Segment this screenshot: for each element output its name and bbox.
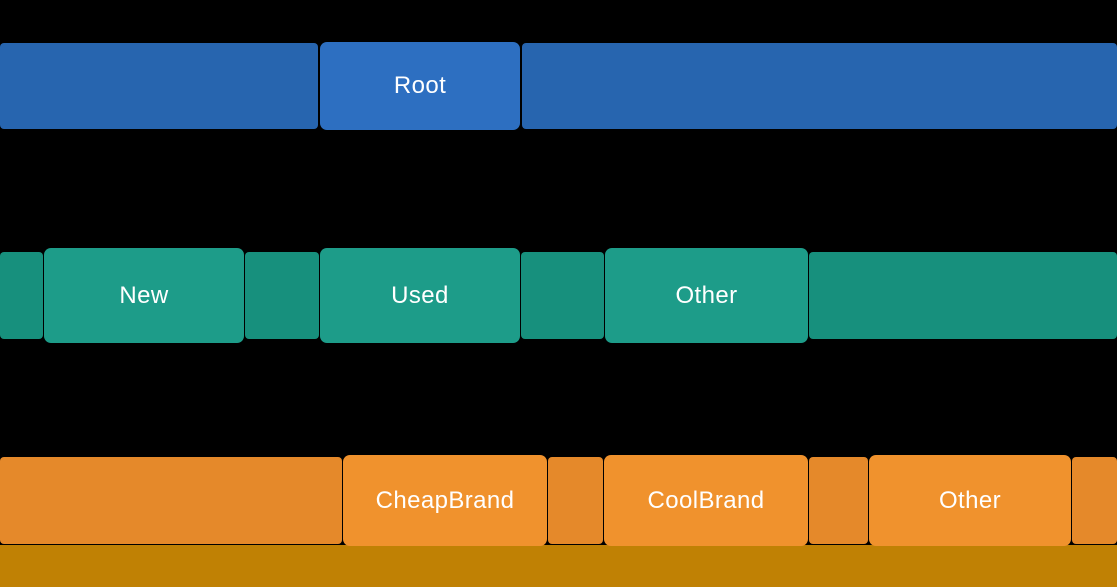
- segment-dim-level-0: [0, 43, 318, 129]
- segment-dim-level-1: [521, 252, 604, 339]
- node-label: New: [119, 281, 169, 309]
- segment-dim-level-2: [0, 457, 342, 544]
- node-label: Used: [391, 281, 449, 309]
- node-other-level-2[interactable]: Other: [869, 455, 1071, 546]
- node-label: CoolBrand: [647, 486, 765, 514]
- node-other-level-1[interactable]: Other: [605, 248, 808, 343]
- node-used-level-1[interactable]: Used: [320, 248, 520, 343]
- node-new-level-1[interactable]: New: [44, 248, 244, 343]
- baseline-strip-level-3: [0, 545, 1117, 587]
- segment-dim-level-2: [809, 457, 868, 544]
- segment-dim-level-1: [245, 252, 319, 339]
- segment-dim-level-2: [1072, 457, 1117, 544]
- segment-dim-level-1: [809, 252, 1117, 339]
- node-label: Root: [393, 72, 447, 99]
- node-label: Other: [675, 281, 738, 309]
- node-label: CheapBrand: [375, 486, 515, 514]
- node-cheapbrand-level-2[interactable]: CheapBrand: [343, 455, 547, 546]
- node-root-level-0[interactable]: Root: [320, 42, 520, 130]
- node-label: Other: [938, 486, 1002, 514]
- segment-dim-level-1: [0, 252, 43, 339]
- segment-dim-level-0: [522, 43, 1117, 129]
- segment-dim-level-2: [548, 457, 603, 544]
- node-coolbrand-level-2[interactable]: CoolBrand: [604, 455, 808, 546]
